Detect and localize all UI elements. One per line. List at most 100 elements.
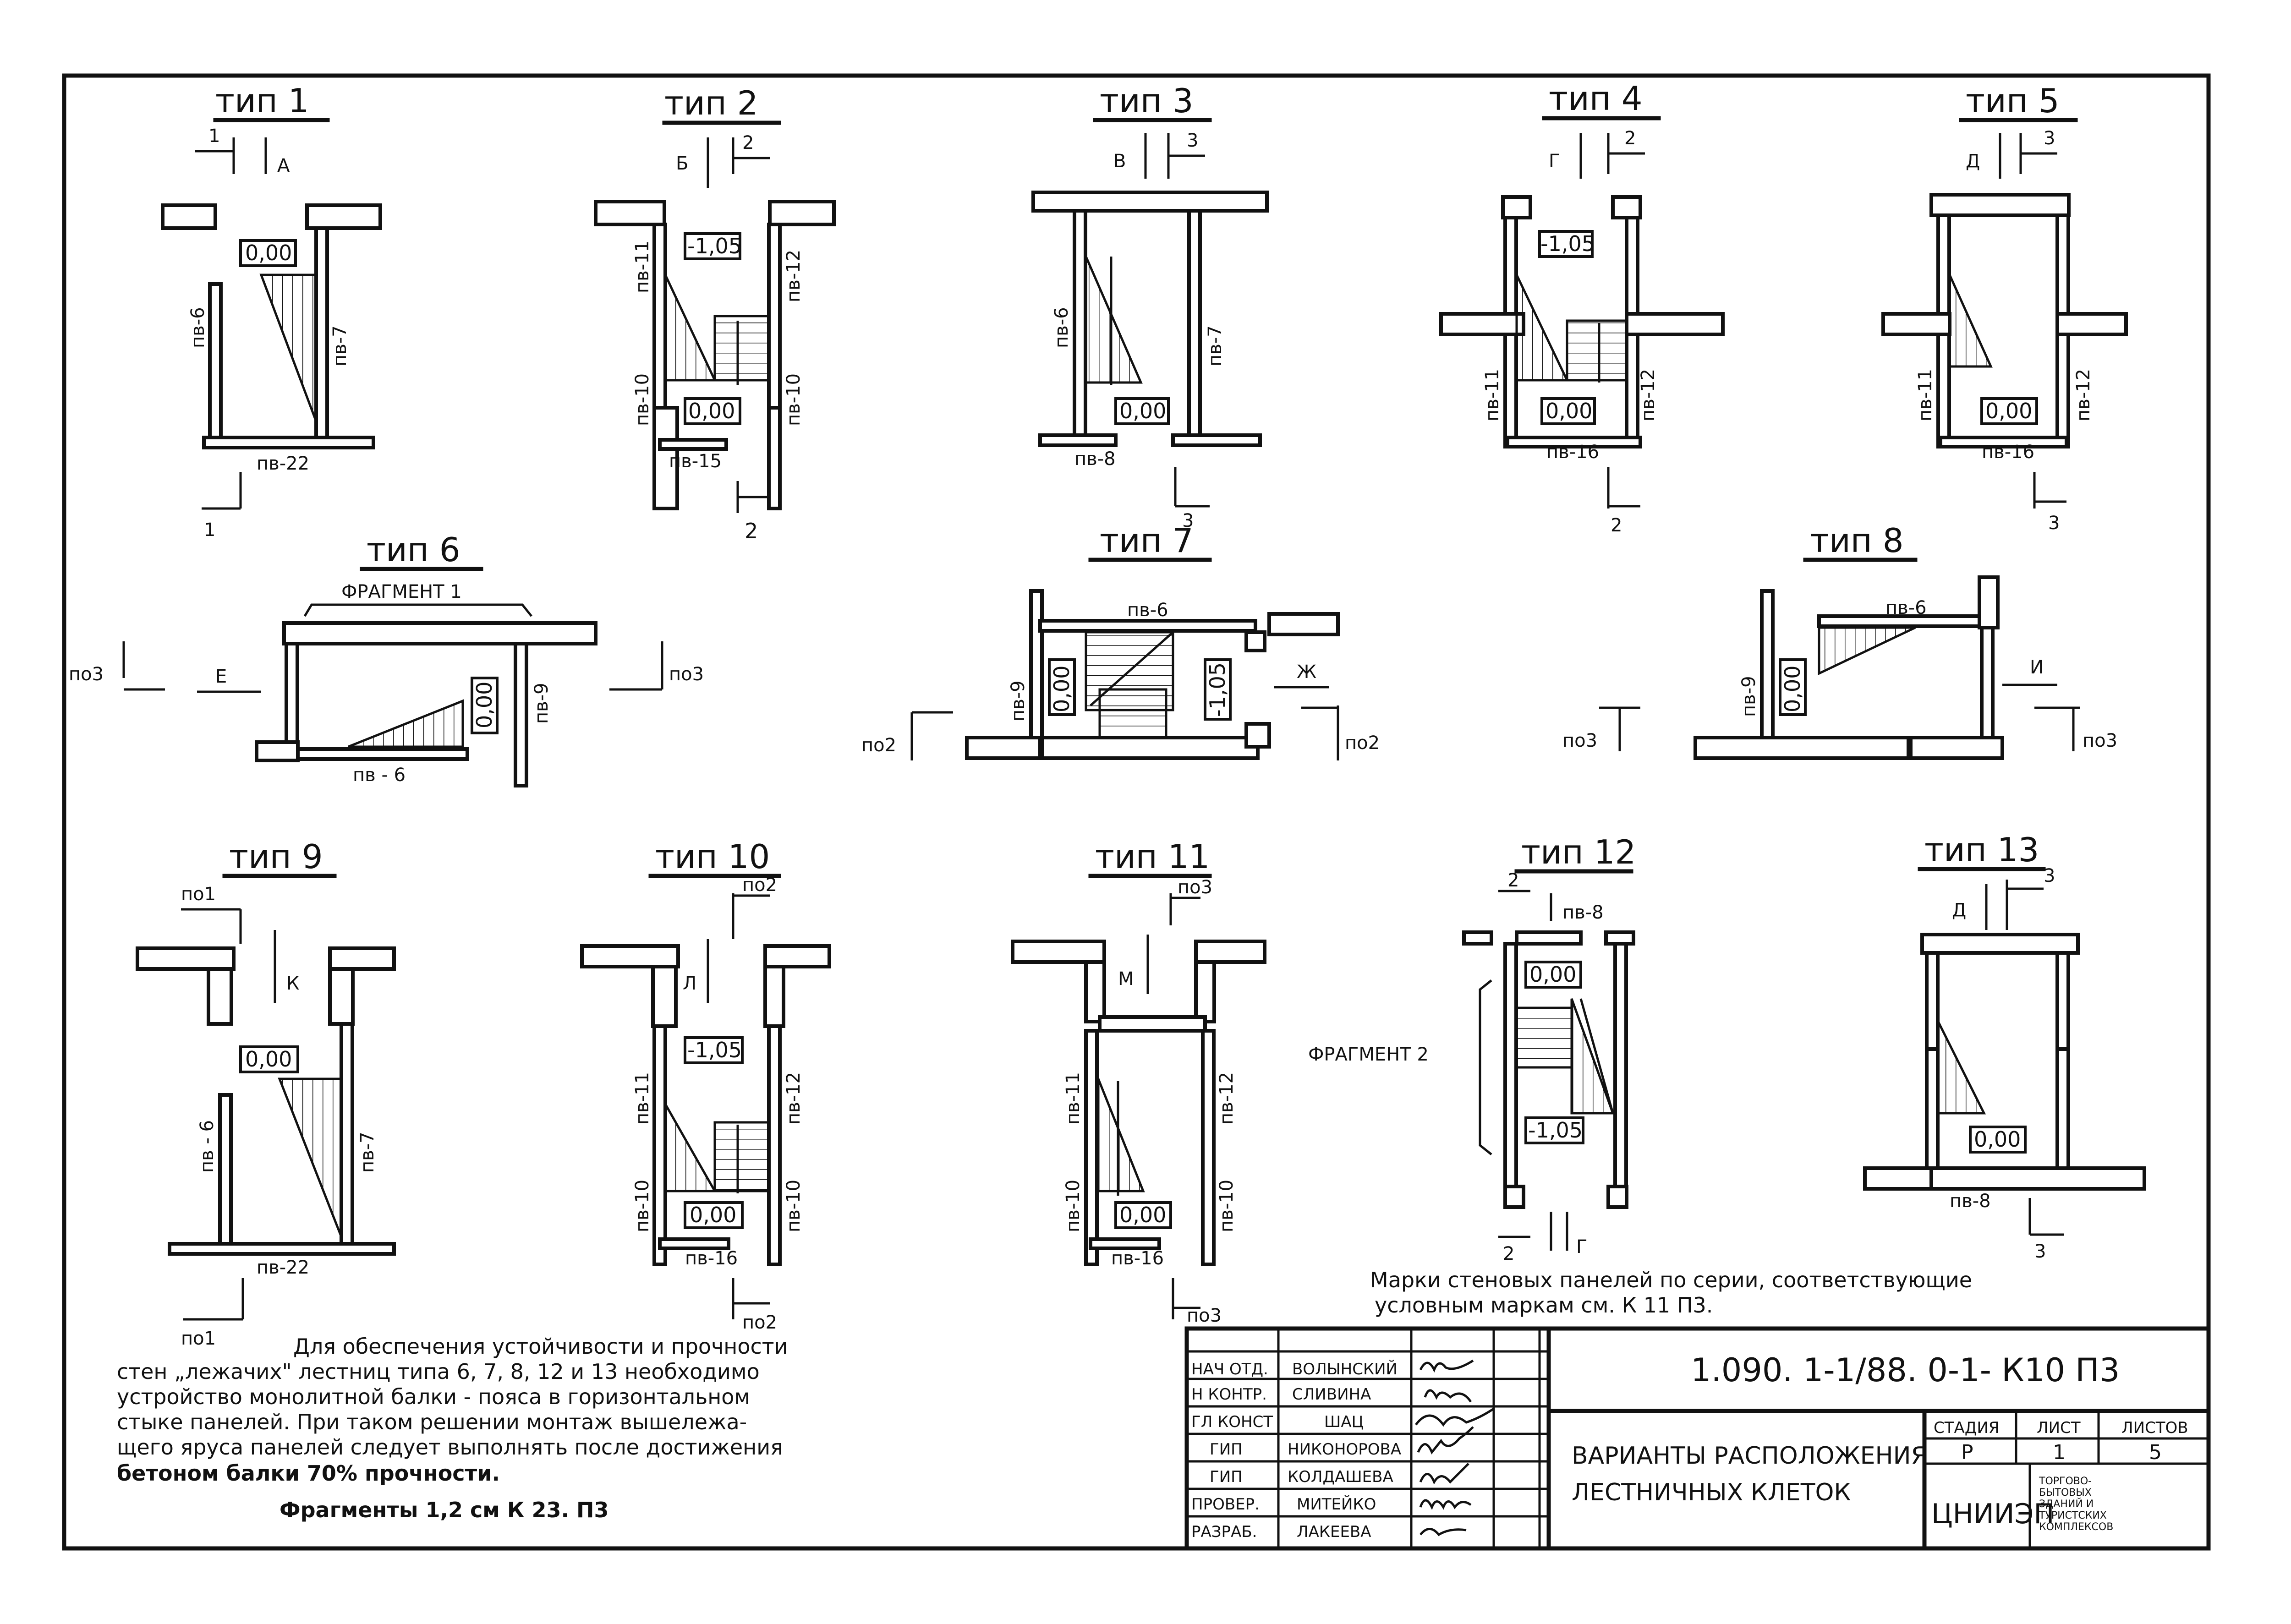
type-8-view-mark: И xyxy=(2030,657,2044,678)
type-8-plan: тип 8 0,00 пв-6 пв-9 И по3 по3 xyxy=(1562,521,2117,760)
type-6-plan: тип 6 ФРАГМЕНТ 1 0,00 пв-9 пв - 6 по3 Е … xyxy=(69,530,704,787)
type-12-title: тип 12 xyxy=(1521,833,1636,871)
drawing-title-line-2: ЛЕСТНИЧНЫХ КЛЕТОК xyxy=(1572,1479,1851,1506)
type-11-right-upper-panel: пв-12 xyxy=(1216,1072,1237,1125)
type-10-plan: тип 10 по2 Л -1,05 0,00 пв-11 пв-10 пв-1… xyxy=(580,837,831,1333)
type-10-left-lower-panel: пв-10 xyxy=(632,1180,653,1232)
type-5-left-panel: пв-11 xyxy=(1915,369,1936,421)
organization-sub-5: КОМПЛЕКСОВ xyxy=(2039,1521,2113,1533)
type-4-right-panel: пв-12 xyxy=(1638,369,1659,421)
organization-sub-2: БЫТОВЫХ xyxy=(2039,1487,2092,1498)
type-9-right-panel: пв-7 xyxy=(357,1132,378,1173)
type-6-left-ref: по3 xyxy=(69,664,104,685)
type-6-fragment: ФРАГМЕНТ 1 xyxy=(341,581,462,602)
stamp-name-4: НИКОНОРОВА xyxy=(1288,1440,1401,1459)
type-2-section-top: 2 xyxy=(742,132,754,153)
type-1-plan: тип 1 1 А 0,00 пв-6 пв-7 пв-22 1 xyxy=(161,82,382,541)
stamp-role-4: ГИП xyxy=(1210,1440,1243,1459)
stamp-name-3: ШАЦ xyxy=(1324,1413,1364,1431)
type-9-bottom-panel: пв-22 xyxy=(257,1257,309,1278)
type-9-plan: тип 9 по1 К 0,00 пв - 6 пв-7 пв-22 по1 xyxy=(136,837,396,1349)
type-4-section-bottom: 2 xyxy=(1611,515,1622,536)
stamp-role-5: ГИП xyxy=(1210,1468,1243,1486)
type-13-plan: тип 13 Д 3 0,00 пв-8 3 xyxy=(1863,831,2146,1262)
type-10-bottom-panel: пв-16 xyxy=(685,1248,738,1269)
drawing-title-line-1: ВАРИАНТЫ РАСПОЛОЖЕНИЯ xyxy=(1572,1442,1928,1470)
stamp-name-5: КОЛДАШЕВА xyxy=(1288,1468,1393,1486)
type-10-bottom-ref: по2 xyxy=(742,1312,777,1333)
type-4-view-mark: Г xyxy=(1549,151,1560,172)
type-11-right-lower-panel: пв-10 xyxy=(1216,1180,1237,1232)
type-4-bottom-panel: пв-16 xyxy=(1546,442,1599,463)
type-6-bottom-panel: пв - 6 xyxy=(353,765,406,786)
signature-3 xyxy=(1415,1407,1495,1427)
type-1-section-bottom: 1 xyxy=(204,519,215,541)
type-4-title: тип 4 xyxy=(1549,79,1643,118)
type-13-title: тип 13 xyxy=(1924,831,2039,869)
type-3-view-mark: В xyxy=(1113,151,1126,172)
organization-name: ЦНИИЭП xyxy=(1931,1498,2054,1530)
type-8-top-panel: пв-6 xyxy=(1885,597,1927,618)
organization-sub-4: ТУРИСТСКИХ xyxy=(2039,1510,2107,1521)
sheet-label: ЛИСТ xyxy=(2037,1419,2081,1437)
stamp-role-7: РАЗРАБ. xyxy=(1191,1523,1257,1541)
organization-sub-1: ТОРГОВО- xyxy=(2039,1476,2092,1487)
type-12-section-bottom: 2 xyxy=(1503,1243,1514,1264)
type-9-title: тип 9 xyxy=(229,837,323,876)
main-note-line-4: стыке панелей. При таком решении монтаж … xyxy=(117,1410,747,1434)
type-2-bottom-panel: пв-15 xyxy=(669,451,722,472)
type-12-level-top: 0,00 xyxy=(1529,962,1576,987)
stamp-name-2: СЛИВИНА xyxy=(1292,1385,1371,1404)
type-9-bottom-ref: по1 xyxy=(181,1328,216,1349)
main-note-line-7: Фрагменты 1,2 см К 23. П3 xyxy=(280,1498,608,1522)
type-4-level-bottom: 0,00 xyxy=(1546,399,1592,423)
type-2-level-bottom: 0,00 xyxy=(688,399,735,423)
type-13-view-mark: Д xyxy=(1952,900,1966,921)
type-3-level: 0,00 xyxy=(1119,399,1166,423)
type-5-section-bottom: 3 xyxy=(2048,513,2060,534)
type-10-right-lower-panel: пв-10 xyxy=(783,1180,804,1232)
sheet-frame xyxy=(62,73,2211,1551)
type-10-left-upper-panel: пв-11 xyxy=(632,1072,653,1125)
type-12-view-mark: Г xyxy=(1576,1236,1587,1258)
organization-sub-3: ЗДАНИЙ И xyxy=(2039,1498,2094,1510)
stamp-name-7: ЛАКЕЕВА xyxy=(1297,1523,1371,1541)
type-11-left-upper-panel: пв-11 xyxy=(1063,1072,1084,1125)
type-2-view-mark: Б xyxy=(676,153,688,174)
type-2-right-upper-panel: пв-12 xyxy=(783,250,804,302)
type-13-section-bottom: 3 xyxy=(2034,1241,2046,1262)
type-8-left-panel: пв-9 xyxy=(1738,676,1759,717)
type-11-plan: тип 11 по3 М 0,00 пв-11 пв-10 пв-12 пв-1… xyxy=(1011,837,1266,1326)
type-13-section-top: 3 xyxy=(2044,865,2055,886)
signature-6 xyxy=(1419,1499,1472,1510)
signature-7 xyxy=(1420,1528,1467,1537)
type-2-right-lower-panel: пв-10 xyxy=(783,373,804,426)
type-6-level: 0,00 xyxy=(472,682,497,728)
type-4-left-panel: пв-11 xyxy=(1482,369,1503,421)
stage-label: СТАДИЯ xyxy=(1934,1419,1999,1437)
type-2-title: тип 2 xyxy=(664,84,758,122)
type-5-section-top: 3 xyxy=(2044,128,2055,149)
type-9-view-mark: К xyxy=(286,973,299,994)
type-11-title: тип 11 xyxy=(1095,837,1210,876)
main-note-line-5: щего яруса панелей следует выполнять пос… xyxy=(117,1435,783,1460)
type-3-bottom-panel: пв-8 xyxy=(1074,448,1116,470)
type-6-right-panel: пв-9 xyxy=(531,683,552,724)
main-note-line-1: Для обеспечения устойчивости и прочности xyxy=(293,1334,788,1359)
type-5-bottom-panel: пв-16 xyxy=(1982,442,2034,463)
type-5-right-panel: пв-12 xyxy=(2073,369,2094,421)
marks-note-line-2: условным маркам см. К 11 П3. xyxy=(1375,1293,1713,1318)
type-5-plan: тип 5 Д 3 0,00 пв-11 пв-12 пв-16 3 xyxy=(1881,82,2128,534)
type-12-top-panel: пв-8 xyxy=(1562,902,1604,923)
type-4-plan: тип 4 Г 2 -1,05 0,00 пв-11 пв-12 пв-16 2 xyxy=(1439,79,1725,536)
type-11-top-ref: по3 xyxy=(1178,877,1212,898)
stamp-role-3: ГЛ КОНСТ xyxy=(1191,1413,1273,1431)
stamp-role-6: ПРОВЕР. xyxy=(1191,1495,1260,1514)
type-11-level: 0,00 xyxy=(1119,1203,1166,1227)
type-10-view-mark: Л xyxy=(683,973,696,994)
type-11-view-mark: М xyxy=(1118,968,1134,990)
main-note-line-3: устройство монолитной балки - пояса в го… xyxy=(117,1384,750,1409)
stamp-name-6: МИТЕЙКО xyxy=(1297,1495,1376,1514)
type-2-left-upper-panel: пв-11 xyxy=(632,241,653,293)
